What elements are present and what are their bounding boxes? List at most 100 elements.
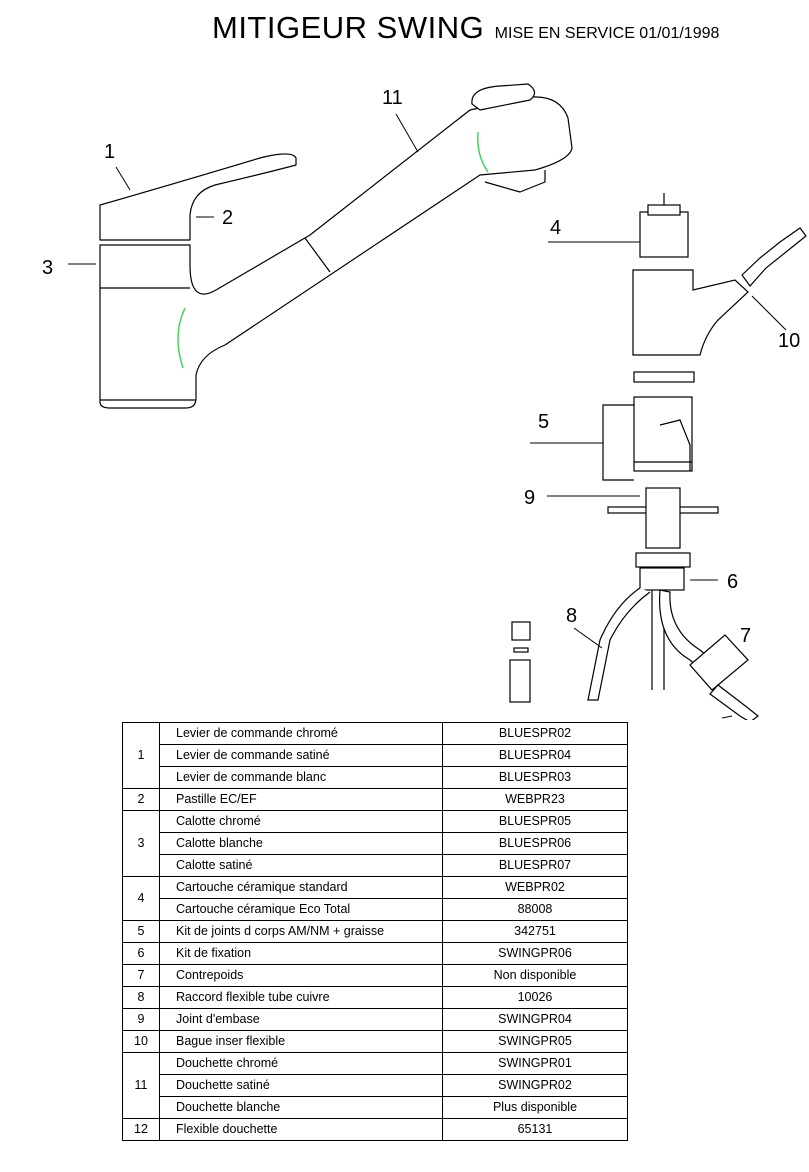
part-description: Cartouche céramique standard: [159, 876, 443, 899]
shower-head-outlet: [484, 170, 546, 193]
part-description: Kit de fixation: [159, 942, 443, 965]
valve-body: [633, 396, 693, 472]
part-reference: BLUESPR06: [442, 832, 628, 855]
leader-11: [395, 113, 419, 153]
spare-part-top: [511, 621, 531, 641]
copper-tube-8: [587, 587, 651, 701]
part-description: Levier de commande chromé: [159, 722, 443, 745]
cartridge-ring: [633, 371, 695, 383]
part-reference: SWINGPR01: [442, 1052, 628, 1075]
hose-end-12: [709, 684, 759, 720]
callout-3: 3: [42, 257, 53, 279]
part-reference: BLUESPR05: [442, 810, 628, 833]
part-number: 9: [122, 1008, 160, 1031]
part-reference: Non disponible: [442, 964, 628, 987]
faucet-lever: [99, 153, 297, 241]
part-reference: SWINGPR02: [442, 1074, 628, 1097]
part-description: Douchette chromé: [159, 1052, 443, 1075]
part-number: 8: [122, 986, 160, 1009]
part-reference: 65131: [442, 1118, 628, 1141]
callout-5: 5: [538, 411, 549, 433]
part-reference: 342751: [442, 920, 628, 943]
part-description: Raccord flexible tube cuivre: [159, 986, 443, 1009]
hose-connector-10: [741, 227, 807, 287]
callout-8: 8: [566, 605, 577, 627]
exploded-diagram: 1 2 3 4 5 6 7 8 9 10 11 12: [42, 83, 807, 720]
part-description: Levier de commande satiné: [159, 744, 443, 767]
part-reference: 88008: [442, 898, 628, 921]
part-reference: BLUESPR07: [442, 854, 628, 877]
highlight-arc-head: [477, 131, 489, 173]
part-description: Cartouche céramique Eco Total: [159, 898, 443, 921]
part-description: Pastille EC/EF: [159, 788, 443, 811]
washer: [635, 552, 691, 568]
title-main: MITIGEUR SWING: [212, 10, 485, 45]
callout-2: 2: [222, 207, 233, 229]
part-number: 5: [122, 920, 160, 943]
calotte: [632, 269, 749, 356]
spare-part-bottom: [509, 659, 531, 703]
part-description: Douchette blanche: [159, 1096, 443, 1119]
part-description: Calotte blanche: [159, 832, 443, 855]
part-description: Joint d'embase: [159, 1008, 443, 1031]
callout-7: 7: [740, 625, 751, 647]
part-description: Calotte chromé: [159, 810, 443, 833]
cartridge-top: [647, 204, 681, 216]
part-description: Douchette satiné: [159, 1074, 443, 1097]
callout-11: 11: [382, 87, 403, 109]
part-number: 4: [122, 876, 160, 921]
nut-6: [639, 567, 685, 591]
part-description: Flexible douchette: [159, 1118, 443, 1141]
part-description: Kit de joints d corps AM/NM + graisse: [159, 920, 443, 943]
cartridge: [639, 211, 689, 258]
part-description: Levier de commande blanc: [159, 766, 443, 789]
callout-9: 9: [524, 487, 535, 509]
part-number: 11: [122, 1052, 160, 1119]
part-number: 12: [122, 1118, 160, 1141]
leader-8: [573, 627, 603, 649]
part-reference: WEBPR23: [442, 788, 628, 811]
callout-4: 4: [550, 217, 561, 239]
part-reference: 10026: [442, 986, 628, 1009]
part-number: 3: [122, 810, 160, 877]
spout-band: [304, 237, 331, 273]
highlight-arc-body: [177, 307, 186, 369]
part-reference: BLUESPR02: [442, 722, 628, 745]
page-title: MITIGEUR SWING MISE EN SERVICE 01/01/199…: [212, 10, 719, 46]
part-reference: SWINGPR04: [442, 1008, 628, 1031]
part-number: 10: [122, 1030, 160, 1053]
part-description: Calotte satiné: [159, 854, 443, 877]
leader-1: [115, 166, 131, 191]
faucet-spout: [99, 96, 573, 409]
callout-10: 10: [778, 330, 800, 352]
shower-head-cap: [471, 83, 536, 111]
spare-part-middle: [513, 647, 529, 653]
part-reference: BLUESPR03: [442, 766, 628, 789]
counterweight-7: [689, 634, 749, 691]
leader-12: [721, 715, 733, 719]
part-reference: WEBPR02: [442, 876, 628, 899]
part-number: 7: [122, 964, 160, 987]
part-number: 6: [122, 942, 160, 965]
part-description: Contrepoids: [159, 964, 443, 987]
part-reference: Plus disponible: [442, 1096, 628, 1119]
